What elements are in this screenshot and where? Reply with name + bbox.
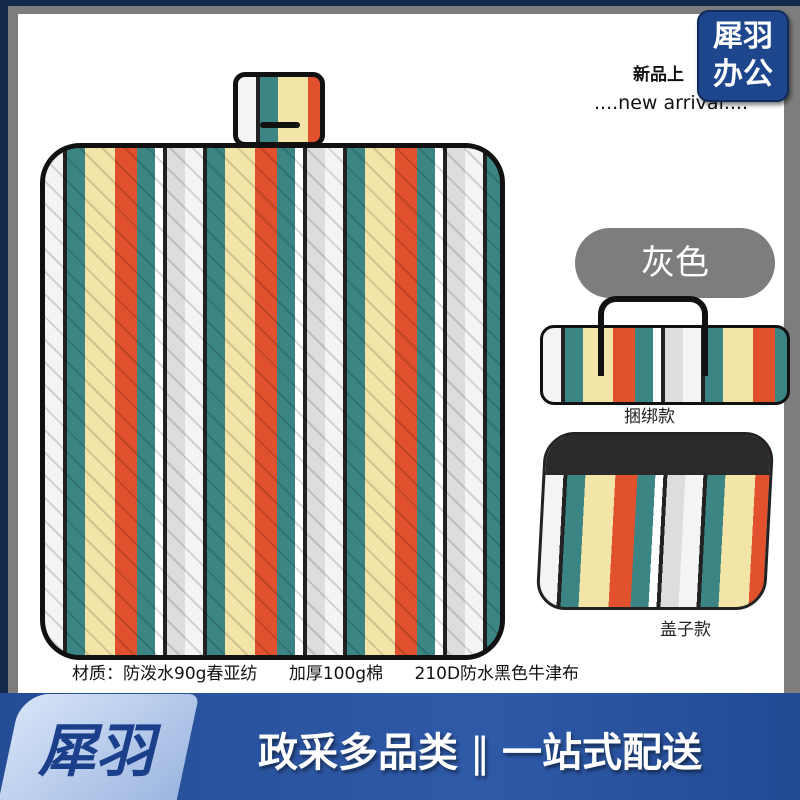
picnic-mat-image [40,143,505,660]
new-arrival-cn: 新品上 [633,65,684,85]
badge-line2: 办公 [713,57,773,92]
bag-lid [545,435,772,475]
slogan: 政采多品类 ‖ 一站式配送 [258,720,702,778]
strap-handle [598,296,708,376]
material-text: 材质：防泼水90g春亚纺 加厚100g棉 210D防水黑色牛津布 [72,663,605,685]
brand-badge: 犀羽 办公 [697,10,789,102]
material-item: 210D防水黑色牛津布 [414,664,580,684]
badge-line1: 犀羽 [713,19,773,54]
slogan-left: 政采多品类 [258,730,458,776]
material-item: 加厚100g棉 [288,664,384,684]
pattern-overlay [45,148,500,655]
rolled-variant-image [540,325,790,405]
tab-slot [260,122,300,128]
variant-label-lid: 盖子款 [660,620,711,640]
material-item: 材质：防泼水90g春亚纺 [72,664,258,684]
variant-label-bundle: 捆绑款 [624,407,675,427]
bag-variant-image [535,432,775,610]
brand-logo-text: 犀羽 [38,717,155,785]
color-option-pill[interactable]: 灰色 [575,228,775,298]
mat-tab [233,72,325,147]
slogan-separator: ‖ [470,730,490,776]
slogan-right: 一站式配送 [502,730,702,776]
